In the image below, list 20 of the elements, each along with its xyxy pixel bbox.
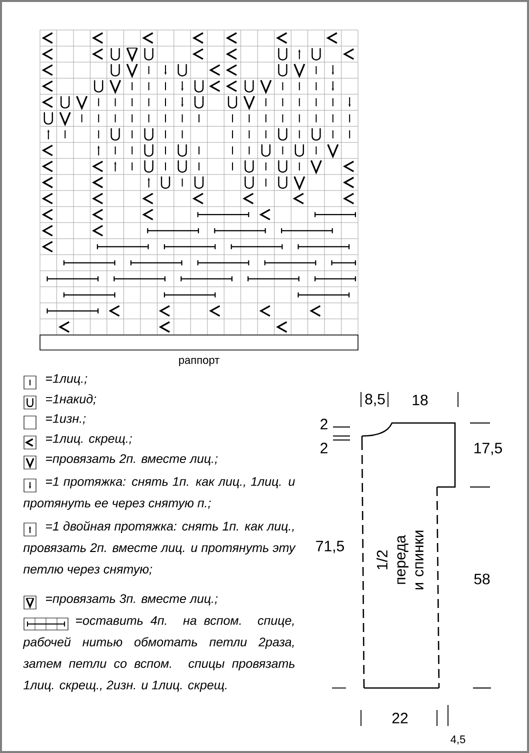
- dimension-label: 2: [320, 442, 328, 454]
- legend-entry: =1накид;: [24, 394, 96, 410]
- dimension-label: 2: [320, 418, 328, 430]
- dimension-label: 58: [474, 574, 490, 584]
- dimension-label: 71,5: [316, 540, 344, 554]
- dimension-label: 18: [412, 394, 428, 406]
- legend-entry: =1лиц. скрещ.;: [24, 434, 132, 450]
- legend-entry: =1 двойная протяжка: снять 1п. как лиц., провязать 2п. вместе лиц. и протянуть эту петлю через снятую;: [23, 521, 296, 576]
- chart-caption: раппорт: [179, 358, 220, 366]
- legend-entry: =1 протяжка: снять 1п. как лиц., 1лиц. и протянуть ее через снятую п.;: [23, 477, 295, 510]
- legend-entry: =провязать 2п. вместе лиц.;: [24, 454, 218, 470]
- dimension-label: 17,5: [474, 442, 502, 456]
- dimension-label: 22: [392, 712, 408, 724]
- legend-entry: =оставить 4п. на вспом. спице, рабочей нитью обмотать петли 2раза, затем петли со вспом. спицы провязать 1лиц. скрещ., 2изн. и 1лиц. скрещ.: [22, 616, 294, 692]
- dimension-label: 8,5: [365, 394, 385, 406]
- garment-outline: 1/2 переда и спинки: [361, 422, 456, 689]
- legend-entry: =1лиц.;: [24, 374, 88, 390]
- dimension-label: 4,5: [450, 736, 466, 744]
- legend-entry: =1изн.;: [24, 414, 86, 430]
- legend-entry: =провязать 3п. вместе лиц.;: [24, 594, 218, 610]
